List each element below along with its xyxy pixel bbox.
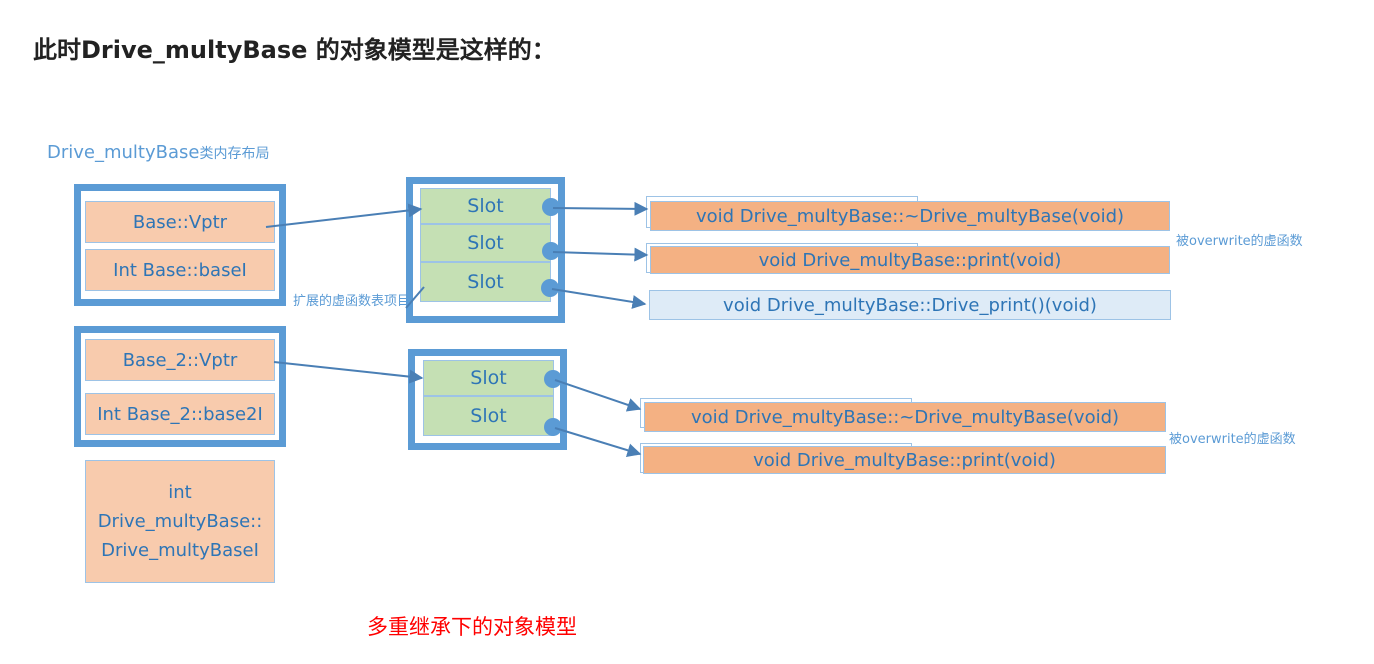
object-base-frame: Base::Vptr Int Base::baseI xyxy=(74,184,286,306)
diagram-caption: 多重继承下的对象模型 xyxy=(367,615,577,639)
own-member-field: int Drive_multyBase:: Drive_multyBaseI xyxy=(85,460,275,583)
slot-arrow xyxy=(551,288,647,309)
vtable-2-slot: Slot xyxy=(423,396,554,436)
slot-arrow xyxy=(552,247,649,262)
base-member-field: Int Base::baseI xyxy=(85,249,275,291)
own-member-line1: int xyxy=(168,482,192,503)
slot-pointer-dot xyxy=(541,279,559,297)
slot-pointer-dot xyxy=(544,418,562,436)
base2-vptr-field: Base_2::Vptr xyxy=(85,339,275,381)
function-destructor-2: void Drive_multyBase::~Drive_multyBase(v… xyxy=(644,402,1166,432)
slot-pointer-dot xyxy=(542,242,560,260)
overwrite-note-1: 被overwrite的虚函数 xyxy=(1176,234,1303,249)
own-member-line2: Drive_multyBase:: xyxy=(97,511,263,532)
vtable-extension-note: 扩展的虚函数表项目 xyxy=(293,294,411,309)
slot-arrow xyxy=(554,427,642,458)
diagram-title-sub: 类内存布局 xyxy=(199,146,270,162)
vtable-2-slot: Slot xyxy=(423,360,554,396)
vtable-1-frame: Slot Slot Slot xyxy=(406,177,565,323)
slot-arrow xyxy=(552,201,649,216)
slot-pointer-dot xyxy=(544,370,562,388)
vptr2-arrow xyxy=(273,361,424,384)
base-vptr-field: Base::Vptr xyxy=(85,201,275,243)
function-drive-print: void Drive_multyBase::Drive_print()(void… xyxy=(649,290,1171,320)
function-print-1: void Drive_multyBase::print(void) xyxy=(650,246,1170,274)
vtable-2-frame: Slot Slot xyxy=(408,349,567,450)
page-heading: 此时Drive_multyBase 的对象模型是这样的： xyxy=(33,36,556,64)
slot-arrow xyxy=(554,379,642,412)
function-destructor-1: void Drive_multyBase::~Drive_multyBase(v… xyxy=(650,201,1170,231)
vtable-1-slot: Slot xyxy=(420,262,551,302)
vptr1-arrow xyxy=(265,203,423,228)
overwrite-note-2: 被overwrite的虚函数 xyxy=(1169,432,1296,447)
diagram-title: Drive_multyBase类内存布局 xyxy=(47,142,269,163)
slot-pointer-dot xyxy=(542,198,560,216)
diagram-title-main: Drive_multyBase xyxy=(47,142,200,163)
function-print-2: void Drive_multyBase::print(void) xyxy=(643,446,1166,474)
base2-member-field: Int Base_2::base2I xyxy=(85,393,275,435)
vtable-1-slot: Slot xyxy=(420,224,551,262)
object-base2-frame: Base_2::Vptr Int Base_2::base2I xyxy=(74,326,286,447)
vtable-1-slot: Slot xyxy=(420,188,551,224)
own-member-line3: Drive_multyBaseI xyxy=(101,540,259,561)
